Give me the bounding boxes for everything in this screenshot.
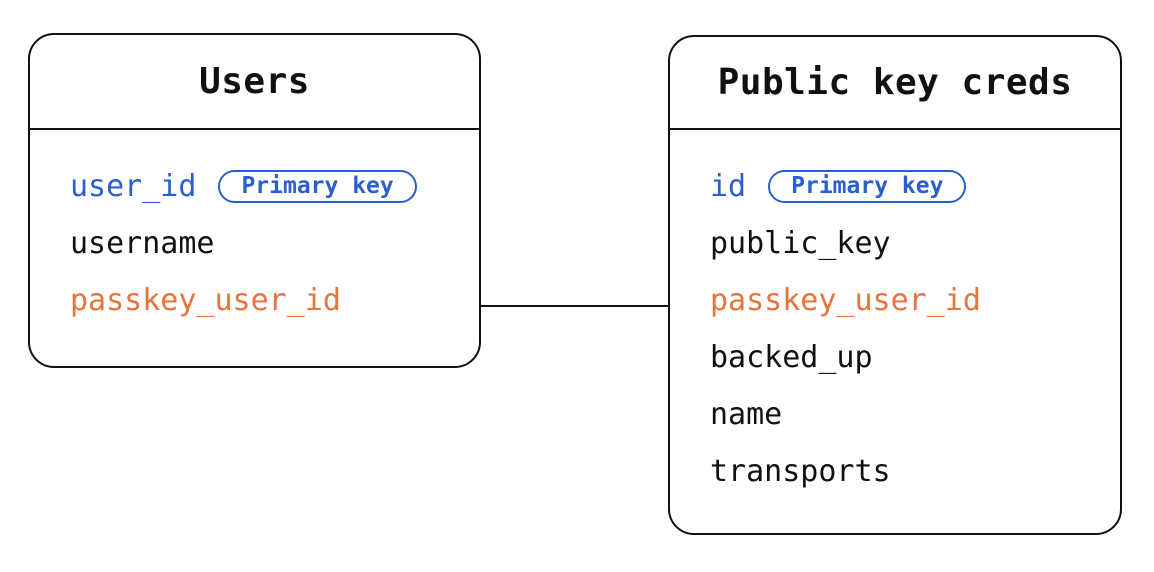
field-name: id — [710, 169, 747, 204]
table-public-key-creds-body: id Primary key public_key passkey_user_i… — [670, 130, 1120, 500]
field-row: id Primary key — [710, 158, 1120, 215]
field-row: username — [70, 215, 479, 272]
field-name: passkey_user_id — [710, 283, 981, 318]
relationship-line — [481, 305, 668, 307]
table-title: Users — [199, 61, 310, 102]
field-row: name — [710, 386, 1120, 443]
field-name: passkey_user_id — [70, 283, 341, 318]
field-row: passkey_user_id — [710, 272, 1120, 329]
field-name: username — [70, 226, 215, 261]
field-row: user_id Primary key — [70, 158, 479, 215]
field-row: passkey_user_id — [70, 272, 479, 329]
primary-key-badge: Primary key — [768, 170, 967, 203]
table-public-key-creds-header: Public key creds — [670, 37, 1120, 130]
field-name: name — [710, 397, 783, 432]
field-name: transports — [710, 454, 891, 489]
table-public-key-creds: Public key creds id Primary key public_k… — [668, 35, 1122, 535]
table-users: Users user_id Primary key username passk… — [28, 33, 481, 368]
field-row: public_key — [710, 215, 1120, 272]
table-users-body: user_id Primary key username passkey_use… — [30, 130, 479, 329]
field-row: transports — [710, 443, 1120, 500]
table-title: Public key creds — [717, 62, 1073, 103]
field-row: backed_up — [710, 329, 1120, 386]
field-name: public_key — [710, 226, 891, 261]
primary-key-badge: Primary key — [218, 170, 417, 203]
field-name: user_id — [70, 169, 197, 204]
table-users-header: Users — [30, 35, 479, 130]
field-name: backed_up — [710, 340, 873, 375]
